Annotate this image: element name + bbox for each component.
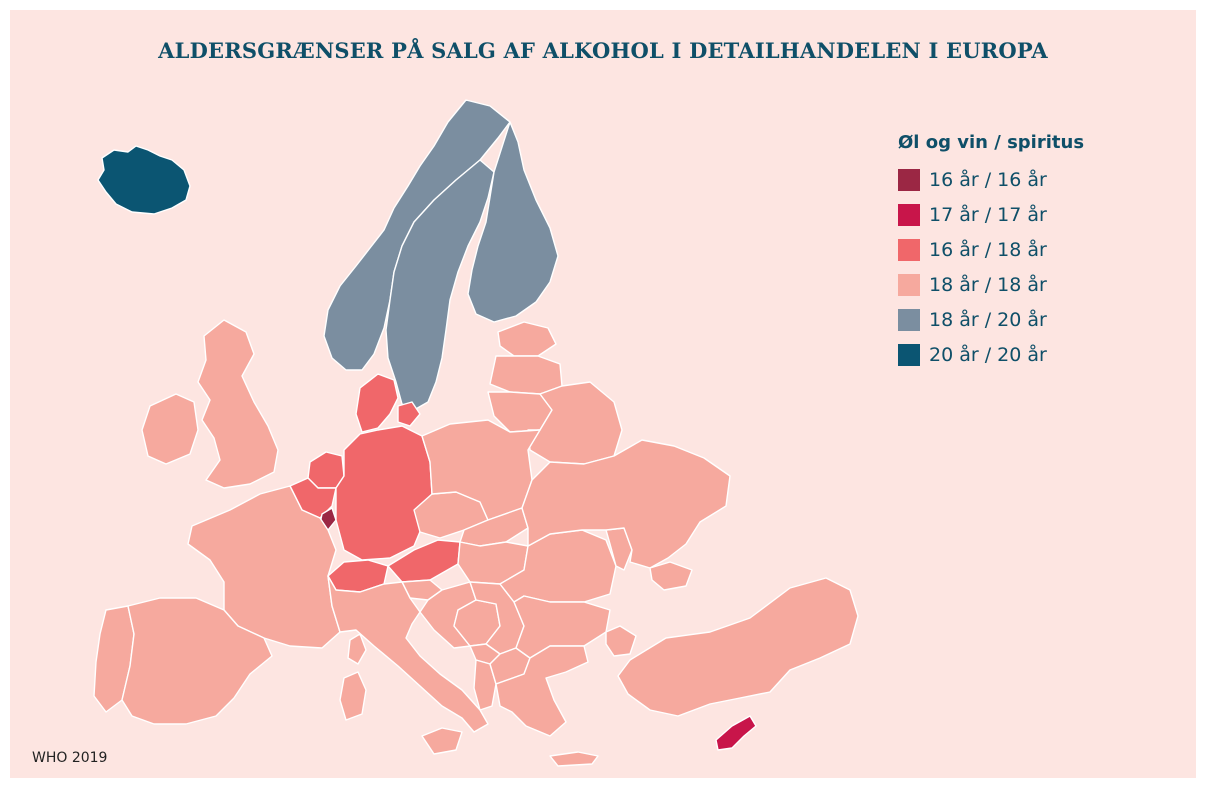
legend-item: 20 år / 20 år xyxy=(898,342,1178,368)
map-legend: Øl og vin / spiritus 16 år / 16 år 17 år… xyxy=(898,132,1178,377)
legend-label: 16 år / 18 år xyxy=(929,239,1047,261)
country-germany xyxy=(335,425,433,561)
map-infographic: ALDERSGRÆNSER PÅ SALG AF ALKOHOL I DETAI… xyxy=(10,10,1196,778)
country-iceland xyxy=(97,145,191,215)
country-spain xyxy=(121,597,273,725)
legend-item: 17 år / 17 år xyxy=(898,202,1178,228)
country-finland xyxy=(467,121,559,323)
legend-item: 18 år / 18 år xyxy=(898,272,1178,298)
legend-swatch xyxy=(898,309,920,331)
country-italy xyxy=(327,575,489,733)
country-greece xyxy=(495,645,589,737)
country-denmark xyxy=(355,373,399,433)
country-italy-sardinia xyxy=(339,671,367,721)
country-greece-crete xyxy=(549,751,599,767)
country-bulgaria xyxy=(513,595,611,659)
legend-swatch xyxy=(898,169,920,191)
country-latvia xyxy=(489,355,563,395)
map-title: ALDERSGRÆNSER PÅ SALG AF ALKOHOL I DETAI… xyxy=(158,38,1048,63)
country-sweden xyxy=(385,159,495,411)
country-turkey-thrace xyxy=(605,625,637,657)
legend-swatch xyxy=(898,239,920,261)
legend-item: 18 år / 20 år xyxy=(898,307,1178,333)
country-italy-sicily xyxy=(421,727,463,755)
legend-item: 16 år / 18 år xyxy=(898,237,1178,263)
legend-swatch xyxy=(898,204,920,226)
country-ukraine xyxy=(521,439,731,569)
country-denmark-islands xyxy=(397,401,421,427)
country-estonia xyxy=(497,321,557,357)
legend-swatch xyxy=(898,344,920,366)
legend-label: 16 år / 16 år xyxy=(929,169,1047,191)
legend-label: 18 år / 20 år xyxy=(929,309,1047,331)
legend-swatch xyxy=(898,274,920,296)
legend-label: 20 år / 20 år xyxy=(929,344,1047,366)
legend-label: 17 år / 17 år xyxy=(929,204,1047,226)
source-credit: WHO 2019 xyxy=(32,750,108,766)
legend-item: 16 år / 16 år xyxy=(898,167,1178,193)
country-turkey xyxy=(617,577,859,717)
country-france-corsica xyxy=(347,633,367,665)
legend-label: 18 år / 18 år xyxy=(929,274,1047,296)
country-ireland xyxy=(141,393,199,465)
country-ukraine-crimea xyxy=(649,561,693,591)
europe-map xyxy=(93,99,859,767)
country-cyprus xyxy=(715,715,757,751)
country-united-kingdom xyxy=(197,319,279,489)
legend-title: Øl og vin / spiritus xyxy=(898,132,1085,153)
